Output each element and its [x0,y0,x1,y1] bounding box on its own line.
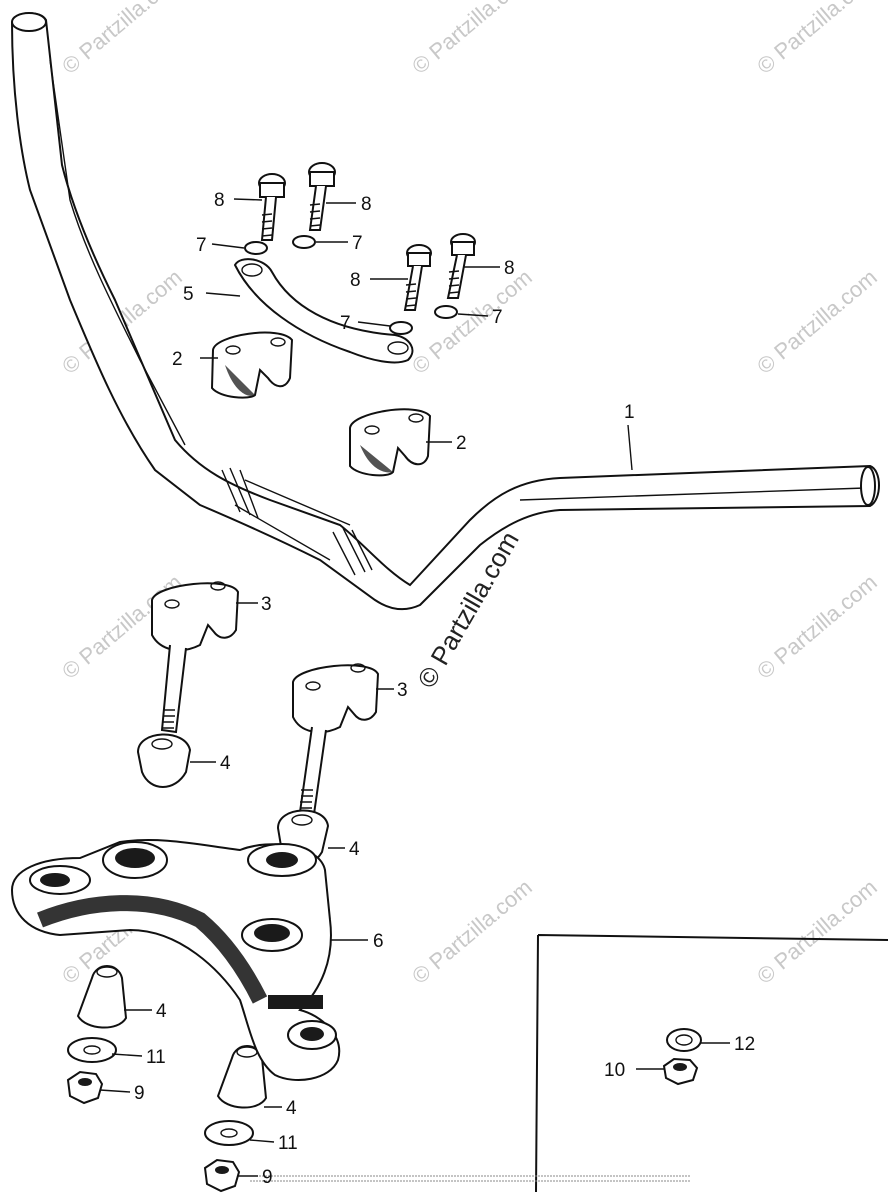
callout-7c: 7 [340,313,351,334]
callout-4b: 4 [349,839,360,860]
callout-labels: 1 2 2 3 3 4 4 4 4 5 6 7 7 7 7 8 8 8 8 9 … [134,190,755,1188]
washer-11-right-hole [220,1128,238,1138]
plate-part [233,258,414,364]
callout-8d: 8 [504,258,515,279]
leader-lines [99,198,730,1177]
inset-frame [535,934,888,1193]
callout-3a: 3 [261,594,272,615]
callout-9a: 9 [134,1083,145,1104]
nut-9-right [203,1158,241,1193]
bolt-upper-left [258,173,286,241]
callout-7b: 7 [352,233,363,254]
watermark: © Partzilla.com [752,0,882,79]
callout-5: 5 [183,284,194,305]
handlebar-part [10,12,880,611]
watermark: © Partzilla.com [752,874,882,988]
callout-1: 1 [624,402,635,423]
callout-4a: 4 [220,753,231,774]
lock-washer-12 [666,1028,702,1052]
bolt-upper-center [308,162,336,231]
washer-11-right [204,1120,254,1146]
upper-holder-right [349,408,432,477]
washer-11-left-hole [83,1045,101,1055]
washer-right-1 [389,321,413,335]
bolt-right-1 [403,244,432,311]
washer-upper-left [244,241,268,255]
washer-upper-center [292,235,316,249]
washer-11-left [67,1037,117,1063]
callout-12: 12 [734,1034,755,1055]
callout-3b: 3 [397,680,408,701]
callout-11a: 11 [146,1047,166,1068]
callout-2b: 2 [456,433,467,454]
cushion-lower-left [76,965,128,1029]
callout-8c: 8 [350,270,361,291]
watermark: © Partzilla.com [752,569,882,683]
watermark: © Partzilla.com [407,874,537,988]
callout-11b: 11 [278,1133,298,1154]
callout-10: 10 [604,1060,625,1081]
cushion-upper-left [136,733,192,788]
callout-2a: 2 [172,349,183,370]
callout-7a: 7 [196,235,207,256]
lower-holder-left [151,581,240,734]
callout-8a: 8 [214,190,225,211]
nut-10 [662,1057,699,1086]
upper-holder-left [210,331,294,399]
watermark: © Partzilla.com [57,0,187,79]
bolt-right-2 [446,233,476,299]
callout-8b: 8 [361,194,372,215]
callout-6: 6 [373,931,384,952]
lower-holder-right [292,663,380,816]
callout-4d: 4 [286,1098,297,1119]
watermark: © Partzilla.com [752,264,882,378]
washer-right-2 [434,305,458,319]
nut-9-left [66,1070,104,1105]
top-bridge-part [10,839,341,1081]
watermark: © Partzilla.com [407,0,537,79]
callout-4c: 4 [156,1001,167,1022]
watermark: © Partzilla.com [407,264,537,378]
fine-print [250,1175,690,1182]
callout-7d: 7 [492,307,503,328]
callout-9b: 9 [262,1167,273,1188]
